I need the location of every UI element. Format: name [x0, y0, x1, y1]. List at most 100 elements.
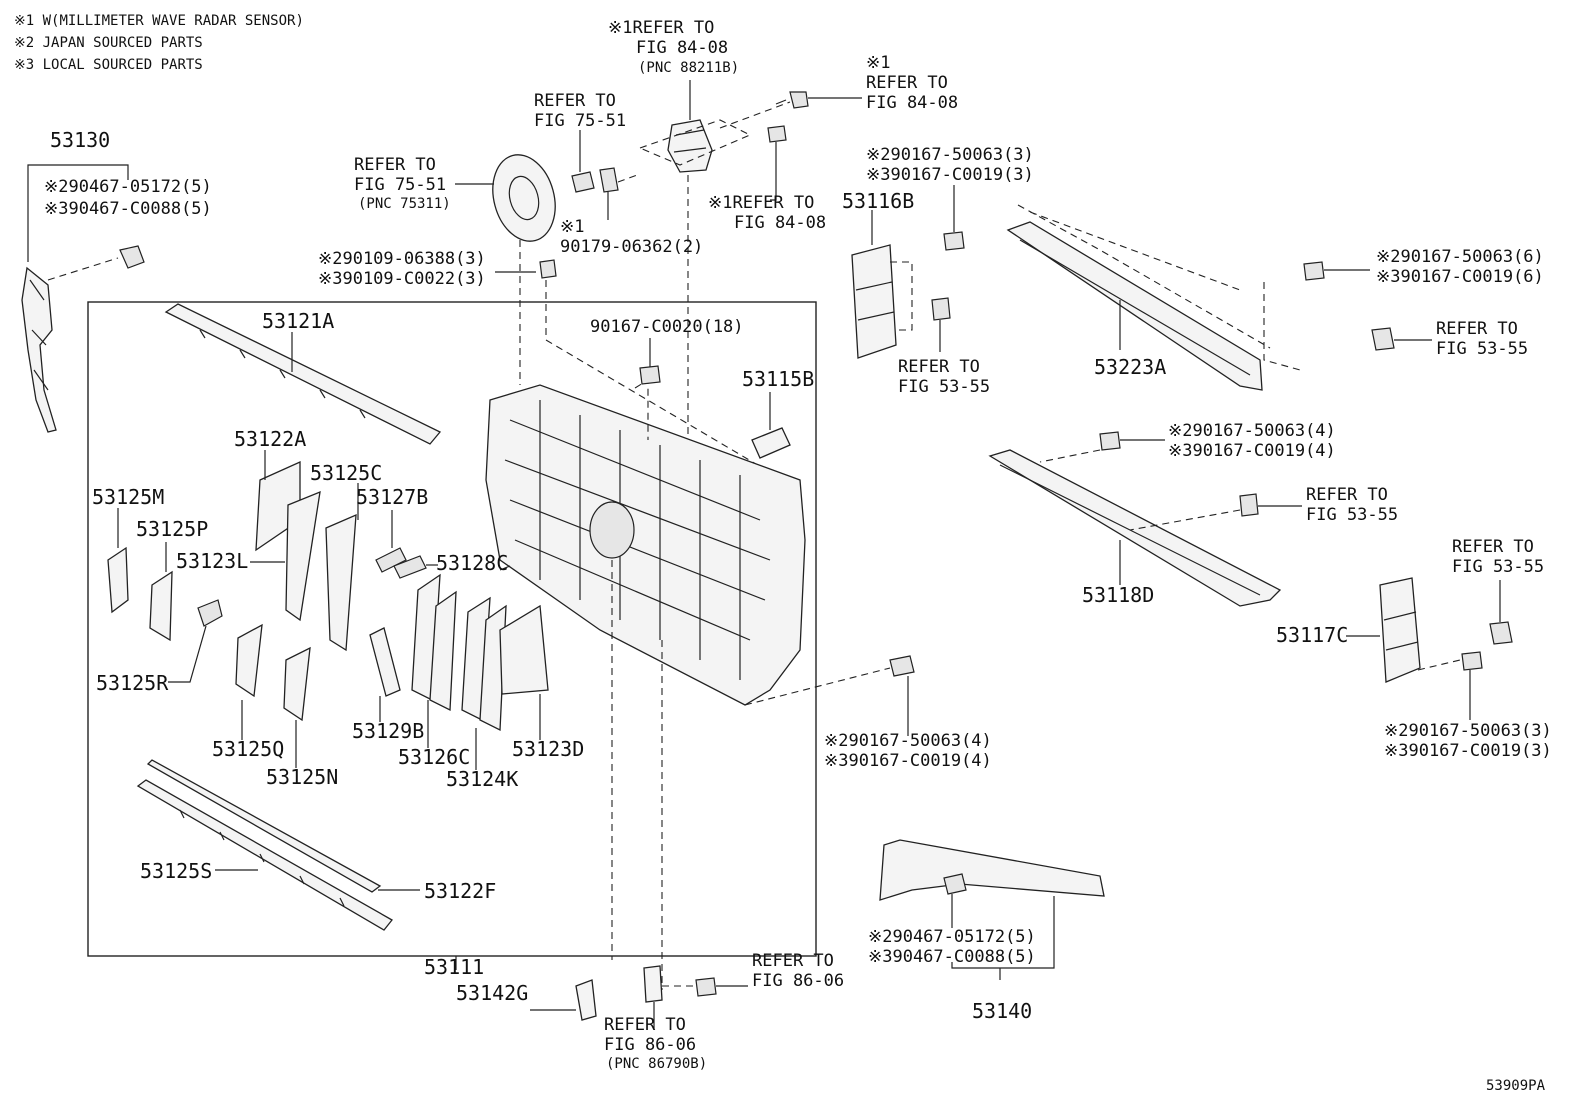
refer-8606a-1: REFER TO [752, 951, 834, 971]
label-53124k: 53124K [446, 767, 518, 791]
label-53126c: 53126C [398, 745, 470, 769]
bracket-53117c[interactable] [1379, 577, 1421, 683]
refer-rt-2: REFER TO [866, 73, 948, 93]
refer-5355-d2: FIG 53-55 [1452, 557, 1544, 577]
bolt-icon [943, 231, 965, 251]
label-53125m: 53125M [92, 485, 164, 509]
label-53111: 53111 [424, 955, 484, 979]
label-53223a-b: ※390167-C0019(6) [1376, 267, 1544, 287]
bolt-icon [767, 125, 787, 143]
label-53122a: 53122A [234, 427, 306, 451]
refer-5355-a1: REFER TO [898, 357, 980, 377]
lower-molding[interactable] [136, 759, 393, 931]
refer-5355-c2: FIG 53-55 [1306, 505, 1398, 525]
bolt-90109-a: ※290109-06388(3) [318, 249, 486, 269]
bolt-low-a: ※290167-50063(4) [824, 731, 992, 751]
cover-53123d[interactable] [499, 604, 549, 695]
label-53223a: 53223A [1094, 355, 1166, 379]
label-53125c: 53125C [310, 461, 382, 485]
refer-mid-2: FIG 84-08 [734, 213, 826, 233]
emblem[interactable] [484, 148, 565, 249]
molding-53121a[interactable] [164, 303, 442, 445]
label-53116b-a: ※290167-50063(3) [866, 145, 1034, 165]
refer-5355-b2: FIG 53-55 [1436, 339, 1528, 359]
bolt-icon [889, 655, 915, 677]
refer-7551a-2: FIG 75-51 [534, 111, 626, 131]
label-53123l: 53123L [176, 549, 248, 573]
bar-53125n[interactable] [283, 646, 311, 722]
label-53130-a: ※290467-05172(5) [44, 177, 212, 197]
label-53142g: 53142G [456, 981, 528, 1005]
side-member-53140[interactable] [879, 839, 1105, 901]
note-3: ※3 LOCAL SOURCED PARTS [14, 57, 203, 73]
refer-8606b-2: FIG 86-06 [604, 1035, 696, 1055]
bolt-icon [695, 977, 717, 997]
bar-53125q[interactable] [235, 623, 263, 698]
label-53122f: 53122F [424, 879, 496, 903]
label-53117c: 53117C [1276, 623, 1348, 647]
refer-7551b-1: REFER TO [354, 155, 436, 175]
label-53125n: 53125N [266, 765, 338, 789]
label-53116b: 53116B [842, 189, 914, 213]
refer-5355-c1: REFER TO [1306, 485, 1388, 505]
label-53125r: 53125R [96, 671, 169, 695]
label-53118d-a: ※290167-50063(4) [1168, 421, 1336, 441]
clip-icon [119, 245, 145, 269]
bolt-low-b: ※390167-C0019(4) [824, 751, 992, 771]
bolt-icon [639, 365, 661, 385]
bar-53125r[interactable] [197, 599, 223, 627]
bolt-icon [775, 91, 809, 109]
refer-rt-1: ※1 [866, 53, 890, 73]
refer-top-2: FIG 84-08 [636, 38, 728, 58]
bracket-53129b[interactable] [369, 627, 401, 697]
refer-8606b-3: (PNC 86790B) [606, 1056, 707, 1072]
bar-53126c[interactable] [411, 573, 457, 712]
label-53118d: 53118D [1082, 583, 1154, 607]
part-53130[interactable] [21, 266, 57, 433]
refer-7551a-1: REFER TO [534, 91, 616, 111]
label-53140-a: ※290467-05172(5) [868, 927, 1036, 947]
bar-53124k[interactable] [461, 596, 507, 732]
label-53140: 53140 [972, 999, 1032, 1023]
refer-5355-a2: FIG 53-55 [898, 377, 990, 397]
bracket-53142g[interactable] [575, 979, 597, 1021]
support-53223a[interactable] [1006, 221, 1263, 391]
label-53129b: 53129B [352, 719, 424, 743]
label-53121a: 53121A [262, 309, 334, 333]
refer-7551b-2: FIG 75-51 [354, 175, 446, 195]
clip-icon [1489, 621, 1513, 645]
label-53130: 53130 [50, 128, 110, 152]
clip-icon [1371, 327, 1395, 351]
refer-7551b-3: (PNC 75311) [358, 196, 451, 212]
bolt-icon [571, 171, 595, 193]
clip-icon [943, 873, 967, 895]
note-2: ※2 JAPAN SOURCED PARTS [14, 35, 203, 51]
refer-top-3: (PNC 88211B) [638, 60, 739, 76]
clip-icon [599, 167, 619, 193]
bracket-53115b[interactable] [751, 427, 791, 459]
label-90167: 90167-C0020(18) [590, 317, 744, 337]
label-53130-b: ※390467-C0088(5) [44, 199, 212, 219]
bracket-bottom[interactable] [643, 965, 663, 1003]
main-grille[interactable] [485, 384, 806, 706]
bar-53125m[interactable] [107, 546, 129, 614]
refer-mid-1: ※1REFER TO [708, 193, 814, 213]
label-53116b-b: ※390167-C0019(3) [866, 165, 1034, 185]
bolt-icon [1461, 651, 1483, 671]
piece-53127b[interactable] [375, 547, 427, 579]
bracket-53116b[interactable] [851, 244, 897, 359]
bolt-icon [1099, 431, 1121, 451]
label-53127b: 53127B [356, 485, 428, 509]
refer-top-1: ※1REFER TO [608, 18, 714, 38]
note-1: ※1 W(MILLIMETER WAVE RADAR SENSOR) [14, 13, 304, 29]
radar-sensor[interactable] [667, 119, 713, 173]
label-53117c-b: ※390167-C0019(3) [1384, 741, 1552, 761]
clip-90179-1: ※1 [560, 217, 584, 237]
refer-8606a-2: FIG 86-06 [752, 971, 844, 991]
label-53117c-a: ※290167-50063(3) [1384, 721, 1552, 741]
refer-5355-d1: REFER TO [1452, 537, 1534, 557]
bar-53125c[interactable] [285, 490, 357, 652]
bar-53125p[interactable] [149, 570, 173, 642]
label-53118d-b: ※390167-C0019(4) [1168, 441, 1336, 461]
refer-5355-b1: REFER TO [1436, 319, 1518, 339]
